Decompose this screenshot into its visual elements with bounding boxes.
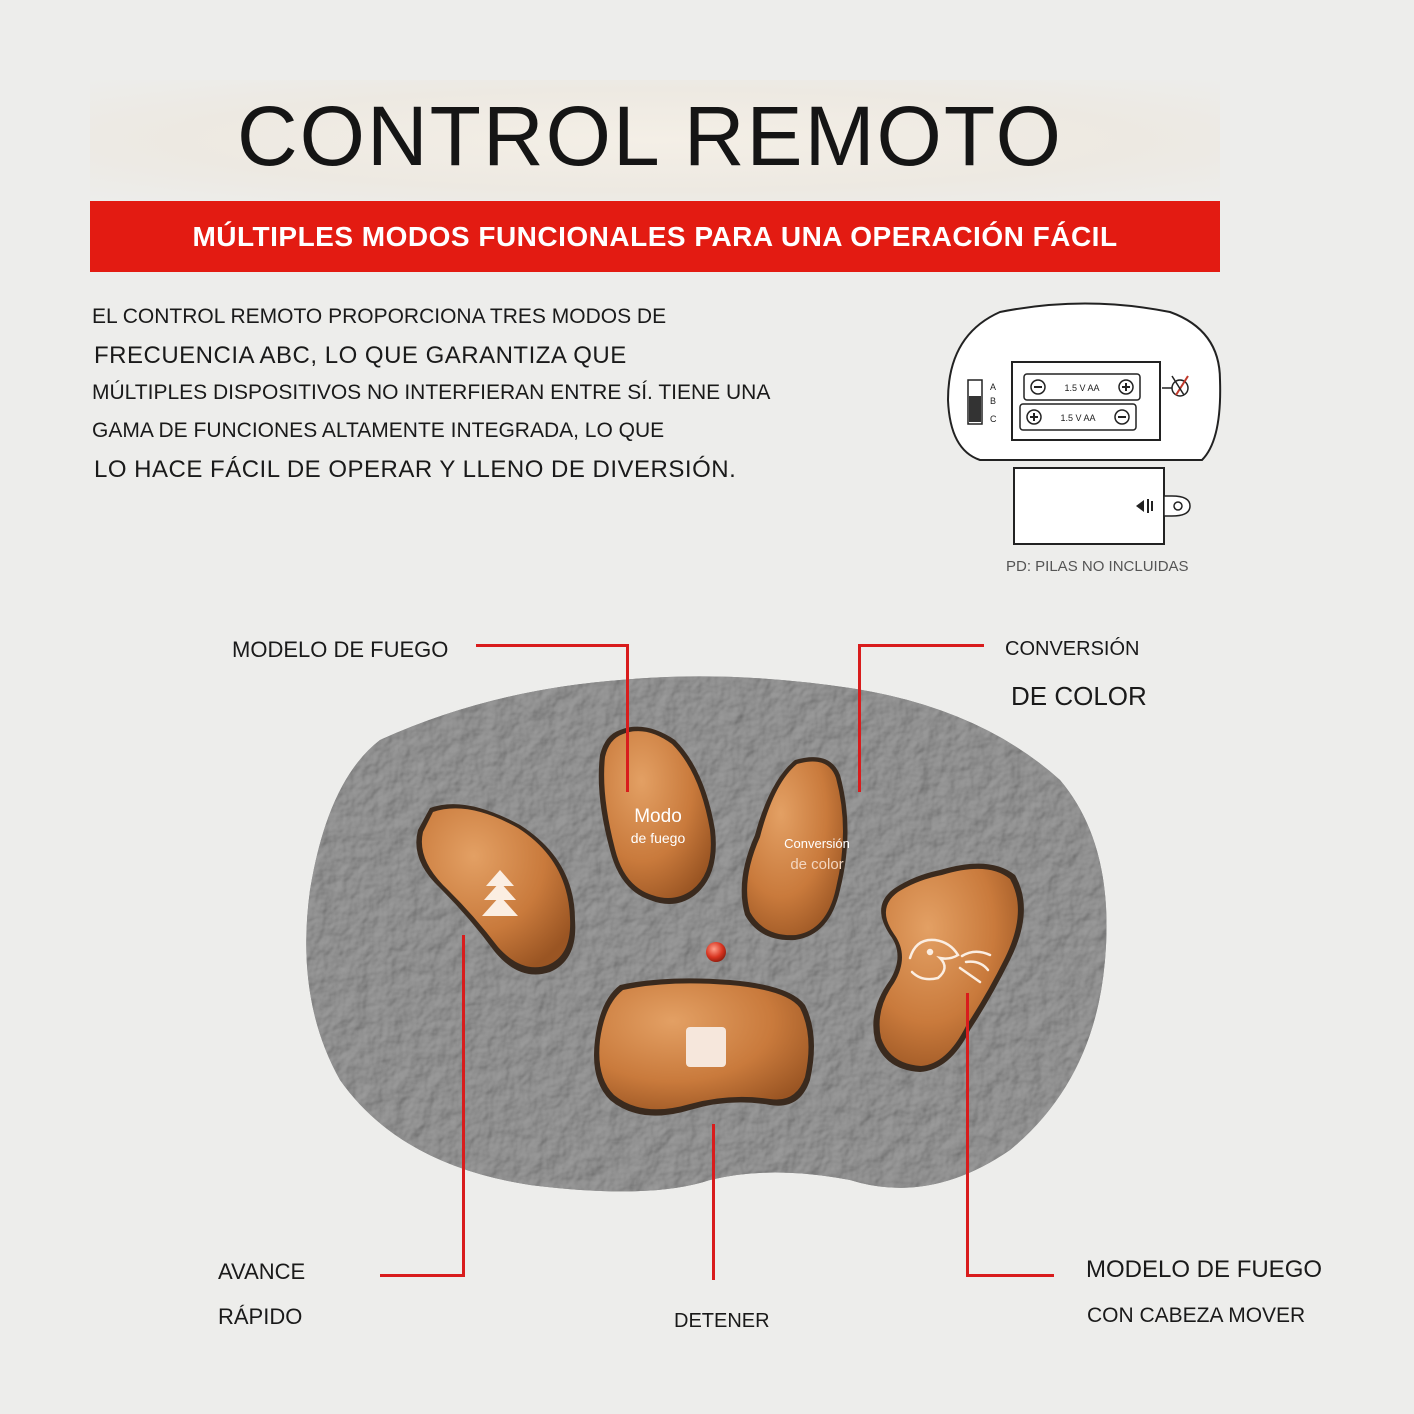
description-line-1: EL CONTROL REMOTO PROPORCIONA TRES MODOS… [92, 305, 667, 328]
battery-2-label: 1.5 V AA [1060, 413, 1095, 423]
description-line-3: MÚLTIPLES DISPOSITIVOS NO INTERFIERAN EN… [92, 381, 771, 404]
stop-leader-v [712, 1124, 715, 1280]
fire-mode-button[interactable] [604, 731, 711, 899]
fast-leader-v [462, 935, 465, 1277]
fire-leader-v [626, 644, 629, 792]
color-leader-h [858, 644, 984, 647]
description-line-4: GAMA DE FUNCIONES ALTAMENTE INTEGRADA, L… [92, 419, 665, 442]
moving-head-button[interactable] [879, 868, 1018, 1066]
triple-chevron-up-icon [482, 870, 518, 916]
abc-switch-knob [969, 396, 981, 422]
banner-text: MÚLTIPLES MODOS FUNCIONALES PARA UNA OPE… [192, 221, 1118, 252]
description-line-5: LO HACE FÁCIL DE OPERAR Y LLENO DE DIVER… [94, 456, 737, 483]
switch-label-a: A [990, 382, 996, 392]
switch-label-b: B [990, 396, 996, 406]
indicator-led-icon [706, 942, 726, 962]
fast-leader-h [380, 1274, 465, 1277]
color-conversion-button[interactable] [747, 761, 843, 936]
remote-control [306, 676, 1107, 1192]
label-head-2: CON CABEZA MOVER [1087, 1304, 1306, 1327]
label-head-1: MODELO DE FUEGO [1086, 1256, 1323, 1283]
dinosaur-head-icon [908, 938, 992, 984]
color-button-label-2: de color [790, 856, 844, 873]
battery-2 [1019, 403, 1137, 431]
switch-label-c: C [990, 414, 997, 424]
battery-1-label: 1.5 V AA [1064, 383, 1099, 393]
label-fast-2: RÁPIDO [218, 1304, 303, 1329]
fire-button-label-2: de fuego [630, 830, 686, 846]
batteries-note: PD: PILAS NO INCLUIDAS [1006, 558, 1189, 575]
color-button-label-1: Conversión [784, 836, 850, 851]
color-leader-v [858, 644, 861, 792]
page-title: CONTROL REMOTO [236, 89, 1064, 183]
label-color-2: DE COLOR [1011, 681, 1147, 711]
head-leader-h [966, 1274, 1054, 1277]
stop-square-icon [686, 1027, 726, 1067]
label-stop: DETENER [674, 1310, 770, 1332]
label-fast-1: AVANCE [218, 1259, 306, 1284]
battery-diagram: A B C 1.5 V AA 1.5 V AA [946, 302, 1222, 545]
label-color-1: CONVERSIÓN [1005, 638, 1140, 660]
battery-1 [1023, 373, 1141, 401]
head-leader-v [966, 993, 969, 1277]
fire-leader-h [476, 644, 628, 647]
title-background [90, 80, 1220, 200]
fire-button-label-1: Modo [634, 806, 682, 827]
label-fire-mode: MODELO DE FUEGO [232, 637, 449, 662]
red-banner [90, 201, 1220, 272]
description-line-2: FRECUENCIA ABC, LO QUE GARANTIZA QUE [94, 342, 627, 369]
